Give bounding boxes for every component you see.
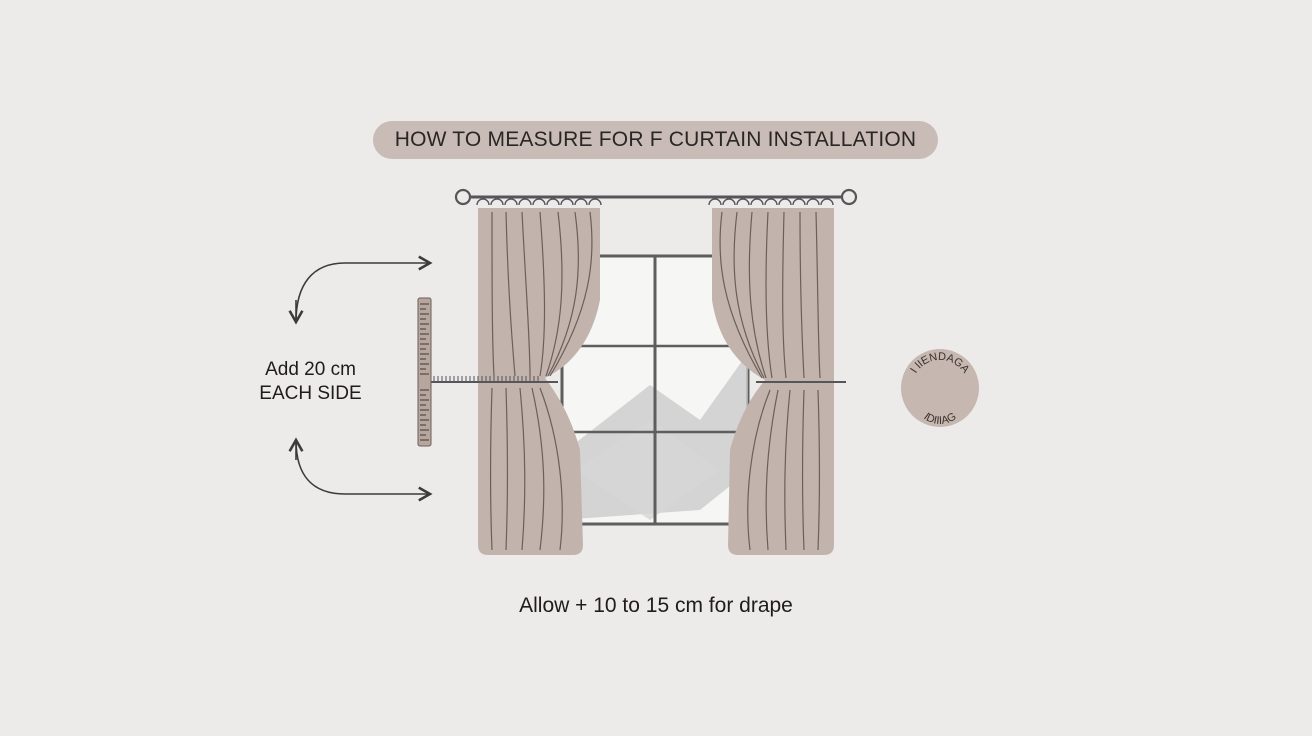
bottom-arrow-right (295, 439, 433, 502)
measuring-tape-icon (417, 297, 432, 447)
side-label-line1: Add 20 cm (265, 359, 356, 380)
curtain-rod (454, 188, 858, 206)
drape-caption: Allow + 10 to 15 cm for drape (519, 594, 793, 617)
page-title: HOW TO MEASURE FOR F CURTAIN INSTALLATIO… (394, 128, 917, 151)
tieback-lines (430, 376, 846, 383)
title-banner: HOW TO MEASURE FOR F CURTAIN INSTALLATIO… (373, 121, 938, 159)
measure-arrows (288, 255, 433, 502)
side-allowance-label: Add 20 cm EACH SIDE (248, 358, 373, 406)
side-label-line2: EACH SIDE (259, 383, 362, 404)
circular-badge: I lIENDAGA IDIIIAG (901, 349, 979, 427)
badge-bottom-text: IDIIIAG (922, 410, 959, 427)
window (560, 254, 750, 526)
top-arrow-right (295, 255, 433, 323)
